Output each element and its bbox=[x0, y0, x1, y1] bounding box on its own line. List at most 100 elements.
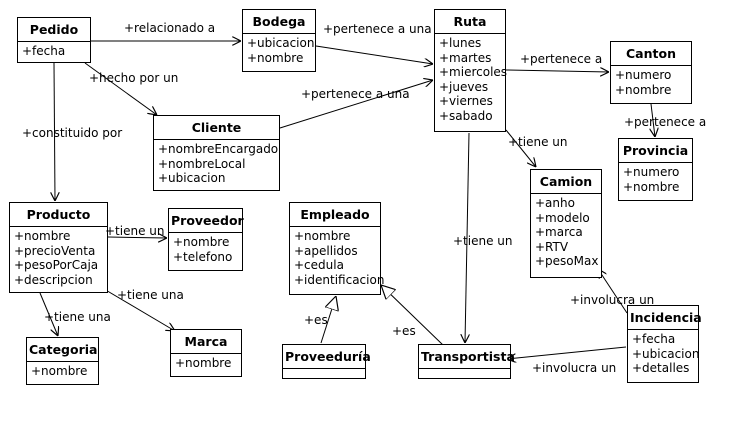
class-marca-name: Marca bbox=[171, 330, 241, 354]
edge-ruta-camion bbox=[505, 129, 536, 167]
class-categoria[interactable]: Categoria +nombre bbox=[26, 337, 99, 385]
class-proveeduria[interactable]: Proveeduría bbox=[282, 344, 371, 379]
class-attribute: +ubicacion bbox=[158, 171, 226, 185]
label-tiene-un-proveedor: +tiene un bbox=[105, 224, 165, 238]
label-tiene-un-camion: +tiene un bbox=[508, 135, 568, 149]
class-incidencia[interactable]: Incidencia +fecha +ubicacion +detalles bbox=[627, 305, 702, 383]
class-attribute: +pesoMax bbox=[535, 254, 599, 268]
class-cliente[interactable]: Cliente +nombreEncargado +nombreLocal +u… bbox=[153, 115, 280, 191]
class-attribute: +nombreLocal bbox=[158, 156, 246, 171]
class-categoria-name: Categoria bbox=[27, 338, 98, 362]
class-producto[interactable]: Producto +nombre +precioVenta +pesoPorCa… bbox=[9, 202, 108, 293]
class-categoria-attrs: +nombre bbox=[27, 362, 98, 383]
label-pertenece-a-provincia: +pertenece a bbox=[624, 115, 707, 129]
edge-bodega-ruta bbox=[315, 45, 433, 64]
label-es-proveeduria: +es bbox=[304, 313, 328, 327]
class-cliente-attrs: +nombreEncargado +nombreLocal +ubicacion bbox=[154, 140, 279, 190]
edge-ruta-canton bbox=[505, 70, 609, 72]
class-attribute: +martes bbox=[439, 50, 492, 65]
class-camion-name: Camion bbox=[531, 170, 601, 194]
class-provincia[interactable]: Provincia +numero +nombre bbox=[618, 138, 693, 201]
class-pedido[interactable]: Pedido +fecha bbox=[17, 17, 91, 63]
class-canton[interactable]: Canton +numero +nombre bbox=[610, 41, 692, 104]
label-pertenece-a-una-cliente: +pertenece a una bbox=[301, 87, 410, 101]
class-proveedor-attrs: +nombre +telefono bbox=[169, 233, 242, 268]
class-canton-attrs: +numero +nombre bbox=[611, 66, 691, 101]
label-pertenece-a-canton: +pertenece a bbox=[520, 52, 603, 66]
class-empleado[interactable]: Empleado +nombre +apellidos +cedula +ide… bbox=[289, 202, 384, 295]
class-attribute: +precioVenta bbox=[14, 243, 96, 258]
edge-proveeduria-empleado bbox=[320, 296, 336, 344]
label-relacionado-a: +relacionado a bbox=[124, 21, 216, 35]
class-attribute: +telefono bbox=[173, 249, 233, 264]
class-provincia-attrs: +numero +nombre bbox=[619, 163, 692, 198]
class-ruta-name: Ruta bbox=[435, 10, 505, 34]
label-es-transportista: +es bbox=[392, 324, 416, 338]
class-transportista[interactable]: Transportista bbox=[418, 344, 515, 379]
class-attribute: +cedula bbox=[294, 258, 344, 272]
class-camion[interactable]: Camion +anho +modelo +marca +RTV +pesoMa… bbox=[530, 169, 602, 278]
label-constituido-por: +constituido por bbox=[22, 126, 123, 140]
class-marca[interactable]: Marca +nombre bbox=[170, 329, 242, 377]
class-producto-name: Producto bbox=[10, 203, 107, 227]
edge-incidencia-camion bbox=[598, 269, 628, 314]
class-attribute: +nombre bbox=[615, 82, 672, 97]
class-attribute: +pesoPorCaja bbox=[14, 258, 99, 272]
edge-transportista-empleado bbox=[381, 285, 445, 347]
class-proveeduria-name: Proveeduría bbox=[283, 345, 371, 369]
class-pedido-name: Pedido bbox=[18, 18, 90, 42]
label-pertenece-a-una-bodega: +pertenece a una bbox=[323, 22, 432, 36]
edge-ruta-transportista bbox=[465, 132, 469, 343]
class-ruta[interactable]: Ruta +lunes +martes +miercoles +jueves +… bbox=[434, 9, 508, 132]
class-attribute: +sabado bbox=[439, 108, 493, 123]
edge-cliente-ruta bbox=[279, 80, 433, 129]
class-empleado-attrs: +nombre +apellidos +cedula +identificaci… bbox=[290, 227, 384, 291]
class-attribute: +lunes bbox=[439, 36, 482, 50]
class-attribute: +jueves bbox=[439, 79, 489, 94]
class-attribute: +viernes bbox=[439, 94, 493, 108]
class-attribute: +numero bbox=[623, 165, 680, 179]
class-proveedor[interactable]: Proveedor +nombre +telefono bbox=[168, 208, 244, 271]
label-tiene-un-transportista: +tiene un bbox=[453, 234, 513, 248]
class-bodega-name: Bodega bbox=[243, 10, 315, 34]
class-pedido-attrs: +fecha bbox=[18, 42, 90, 63]
edge-producto-marca bbox=[103, 288, 175, 331]
class-attribute: +marca bbox=[535, 225, 583, 239]
class-attribute: +fecha bbox=[22, 44, 66, 58]
class-attribute: +nombre bbox=[31, 364, 88, 378]
class-attribute: +ubicacion bbox=[632, 346, 700, 361]
class-proveedor-name: Proveedor bbox=[169, 209, 244, 233]
class-attribute: +modelo bbox=[535, 210, 590, 225]
class-attribute: +anho bbox=[535, 196, 575, 210]
class-camion-attrs: +anho +modelo +marca +RTV +pesoMax bbox=[531, 194, 601, 273]
class-attribute: +nombre bbox=[623, 179, 680, 194]
class-attribute: +fecha bbox=[632, 332, 676, 346]
edge-producto-proveedor bbox=[107, 237, 167, 238]
class-attribute: +ubicacion bbox=[247, 36, 315, 50]
class-attribute: +nombreEncargado bbox=[158, 142, 279, 156]
edge-pedido-producto bbox=[54, 62, 55, 201]
class-attribute: +nombre bbox=[247, 50, 304, 65]
class-attribute: +detalles bbox=[632, 361, 690, 375]
class-attribute: +nombre bbox=[294, 229, 351, 243]
class-producto-attrs: +nombre +precioVenta +pesoPorCaja +descr… bbox=[10, 227, 107, 291]
class-bodega[interactable]: Bodega +ubicacion +nombre bbox=[242, 9, 316, 72]
class-transportista-name: Transportista bbox=[419, 345, 515, 369]
label-involucra-un-transportista: +involucra un bbox=[532, 361, 617, 375]
class-incidencia-attrs: +fecha +ubicacion +detalles bbox=[628, 330, 700, 380]
class-attribute: +miercoles bbox=[439, 65, 508, 79]
class-canton-name: Canton bbox=[611, 42, 691, 66]
label-tiene-una-categoria: +tiene una bbox=[44, 310, 111, 324]
class-attribute: +RTV bbox=[535, 239, 569, 254]
edge-incidencia-transportista bbox=[507, 346, 627, 359]
edge-pedido-cliente bbox=[84, 62, 157, 115]
class-ruta-attrs: +lunes +martes +miercoles +jueves +viern… bbox=[435, 34, 508, 127]
class-attribute: +apellidos bbox=[294, 243, 358, 258]
class-marca-attrs: +nombre bbox=[171, 354, 241, 375]
class-attribute: +nombre bbox=[14, 229, 71, 243]
class-bodega-attrs: +ubicacion +nombre bbox=[243, 34, 315, 69]
class-attribute: +descripcion bbox=[14, 272, 93, 287]
class-cliente-name: Cliente bbox=[154, 116, 279, 140]
